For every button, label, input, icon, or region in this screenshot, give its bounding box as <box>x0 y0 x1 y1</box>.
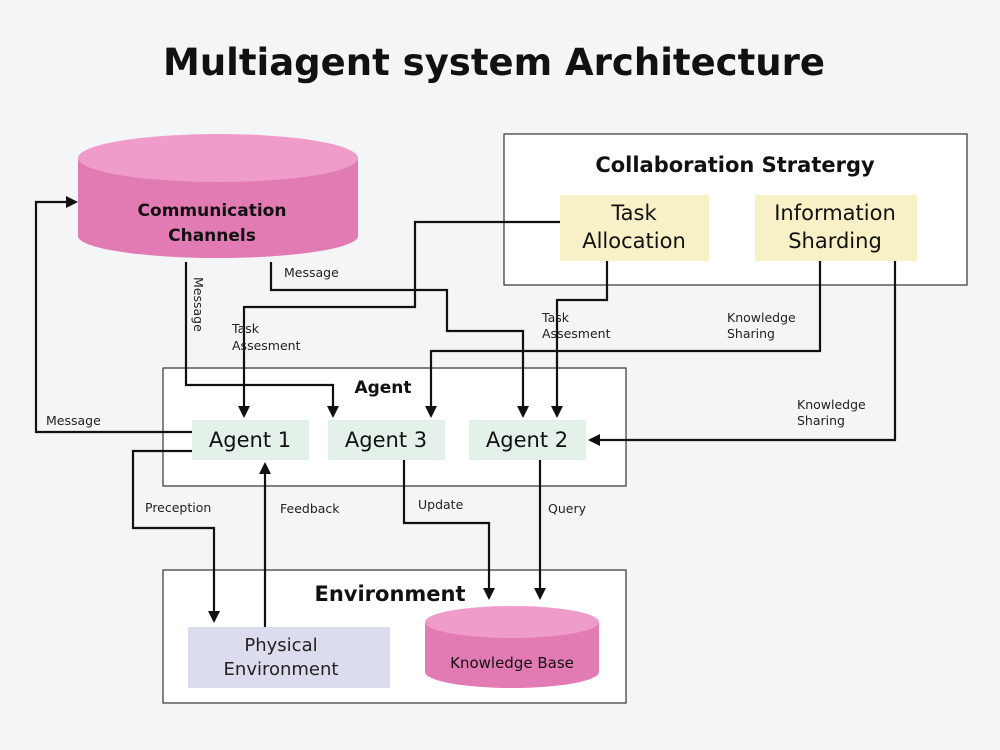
task-allocation-node: Task Allocation <box>560 195 709 261</box>
environment-box: Environment Physical Environment Knowled… <box>162 569 627 704</box>
edge-label-knowledge-sharing-2-line1: Knowledge <box>797 397 866 412</box>
edge-communication-to-agent2 <box>269 262 529 418</box>
edge-communication-to-agent3 <box>184 262 339 418</box>
edge-label-task-assesment-right-line2: Assesment <box>542 326 611 341</box>
edge-label-task-assesment-right-line1: Task <box>541 310 570 325</box>
diagram-title: Multiagent system Architecture <box>163 41 825 84</box>
information-sharding-label-line2: Sharding <box>788 229 882 253</box>
edges <box>34 196 897 627</box>
communication-channels-label-line2: Channels <box>168 226 256 246</box>
edge-label-task-assesment-left-line2: Assesment <box>232 338 301 353</box>
information-sharding-label-line1: Information <box>774 201 896 225</box>
collaboration-strategy-box: Collaboration Stratergy Task Allocation … <box>503 133 968 286</box>
edge-agent1-to-communication <box>34 196 192 434</box>
edge-information-sharding-to-agent3 <box>425 261 822 418</box>
edge-agent1-to-physical <box>131 449 220 623</box>
collaboration-strategy-title: Collaboration Stratergy <box>595 153 875 177</box>
edge-task-allocation-to-agent2 <box>551 261 609 418</box>
edge-label-update: Update <box>418 497 464 512</box>
edge-task-allocation-to-agent1 <box>238 220 560 418</box>
edge-label-query: Query <box>548 501 587 516</box>
edge-information-sharding-to-agent2 <box>588 261 897 446</box>
agent-1-label: Agent 1 <box>209 428 291 452</box>
agent-2-label: Agent 2 <box>486 428 568 452</box>
task-allocation-label-line1: Task <box>610 201 657 225</box>
edge-label-message-left: Message <box>46 413 101 428</box>
agent-2-node: Agent 2 <box>469 420 586 460</box>
knowledge-base-database: Knowledge Base <box>425 606 599 688</box>
agent-1-node: Agent 1 <box>192 420 309 460</box>
communication-channels-database: Communication Channels <box>78 134 358 258</box>
physical-environment-label-line1: Physical <box>244 635 317 656</box>
edge-label-preception: Preception <box>145 500 211 515</box>
physical-environment-node: Physical Environment <box>188 627 390 688</box>
task-allocation-label-line2: Allocation <box>582 229 686 253</box>
physical-environment-label-line2: Environment <box>224 659 339 680</box>
environment-box-title: Environment <box>314 582 465 606</box>
information-sharding-node: Information Sharding <box>755 195 917 261</box>
agent-box-title: Agent <box>354 378 411 398</box>
edge-label-task-assesment-left-line1: Task <box>231 321 260 336</box>
edge-label-message-vertical: Message <box>191 277 206 332</box>
edge-label-feedback: Feedback <box>280 501 340 516</box>
edge-label-knowledge-sharing-2-line2: Sharing <box>797 413 845 428</box>
edge-agent3-to-knowledge-base <box>402 460 495 600</box>
agent-box: Agent Agent 1 Agent 3 Agent 2 <box>162 367 627 487</box>
edge-label-knowledge-sharing-1-line1: Knowledge <box>727 310 796 325</box>
communication-channels-label-line1: Communication <box>138 201 287 221</box>
edge-label-message-top: Message <box>284 265 339 280</box>
agent-3-node: Agent 3 <box>328 420 445 460</box>
agent-3-label: Agent 3 <box>345 428 427 452</box>
knowledge-base-label: Knowledge Base <box>450 654 574 672</box>
edge-labels: Message Message Message Task Assesment T… <box>46 265 866 516</box>
edge-label-knowledge-sharing-1-line2: Sharing <box>727 326 775 341</box>
